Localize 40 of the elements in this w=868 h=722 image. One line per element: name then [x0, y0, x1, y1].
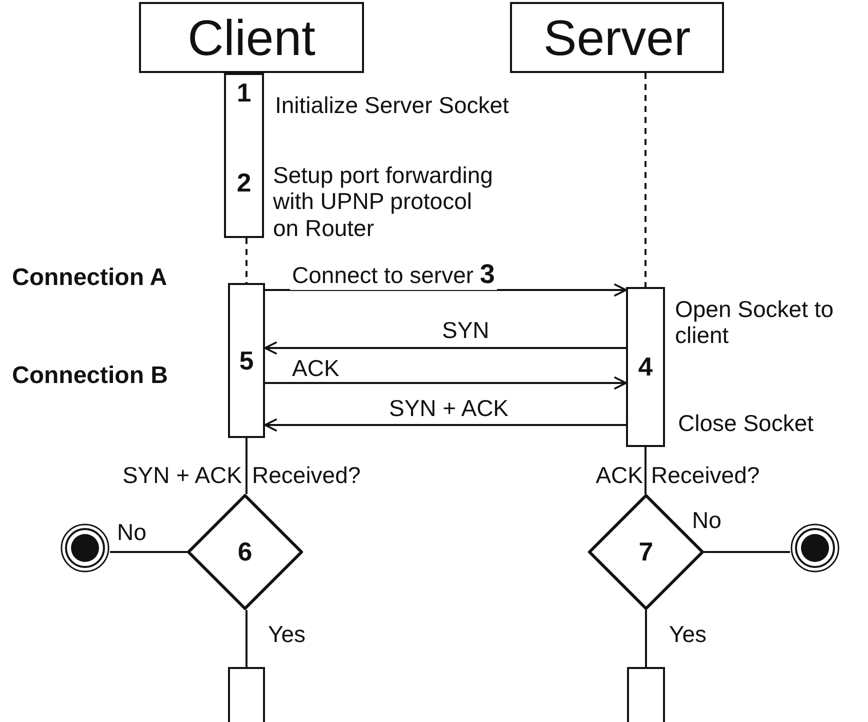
step-number: 4 — [638, 352, 653, 382]
side-note: Received? — [651, 462, 761, 488]
step-number: 2 — [236, 168, 252, 198]
decision-diamond — [187, 494, 303, 610]
lifeline-title: Server — [543, 8, 691, 66]
activation-bar — [627, 667, 665, 722]
connection-label: Connection B — [12, 362, 168, 390]
lifeline-header — [139, 2, 364, 73]
connector-line — [704, 551, 790, 553]
activation-bar — [228, 667, 265, 722]
connector-line — [644, 447, 646, 494]
connector-line — [246, 438, 248, 494]
activation-bar — [228, 283, 265, 438]
message-arrow — [264, 418, 626, 432]
connection-label: Connection A — [12, 264, 168, 292]
connector-line — [246, 238, 248, 283]
activation-bar — [626, 287, 665, 447]
activation-bar — [224, 73, 264, 238]
step-number: 7 — [638, 536, 654, 568]
side-note: SYN + ACK — [121, 462, 242, 488]
lifeline-title: Client — [188, 8, 316, 66]
side-note: Open Socket to client — [675, 296, 835, 349]
side-note: Received? — [252, 462, 362, 488]
connector-line — [246, 610, 248, 667]
step-number: 5 — [239, 345, 254, 376]
final-state-icon — [60, 523, 110, 573]
message-arrow — [265, 283, 627, 297]
side-note: ACK — [594, 462, 643, 488]
connector-line — [644, 73, 646, 287]
message-arrow — [264, 341, 626, 355]
final-state-icon — [790, 523, 840, 573]
message-arrow — [265, 376, 627, 390]
connector-line — [110, 551, 187, 553]
connector-line — [645, 610, 647, 667]
side-note: Close Socket — [678, 410, 815, 436]
lifeline-header — [510, 2, 724, 73]
step-number: 1 — [236, 78, 252, 108]
side-note: Initialize Server Socket — [275, 92, 510, 118]
side-note: Setup port forwarding with UPNP protocol on Router — [273, 162, 493, 242]
step-number: 6 — [238, 536, 252, 568]
